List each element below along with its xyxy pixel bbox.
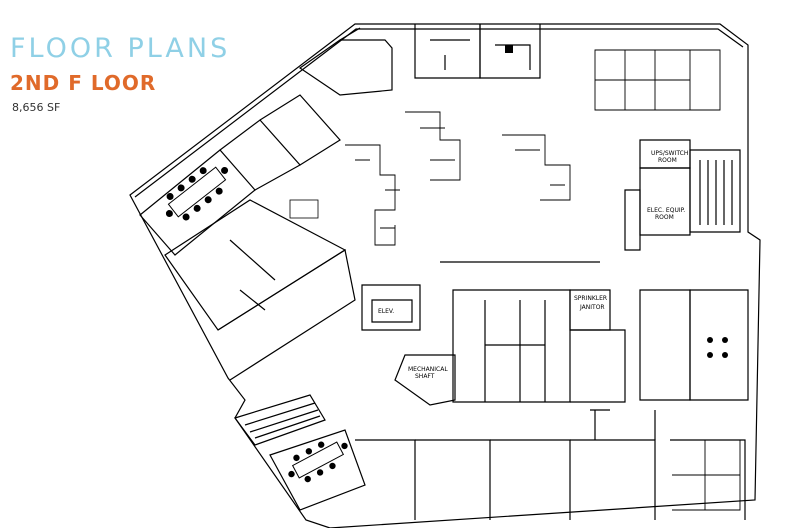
mechanical-shaft [394,354,456,406]
area-label: 8,656 SF [12,101,61,114]
label-ups-switch-1: UPS/SWITCH [651,150,688,157]
label-janitor: JANITOR [579,304,605,311]
conference-table-1 [165,166,229,221]
building-outline [129,23,761,528]
page-title: FLOOR PLANS [10,33,231,64]
label-mechanical-2: SHAFT [415,373,435,380]
label-sprinkler: SPRINKLER [574,295,607,302]
label-elevator: ELEV. [378,308,394,315]
floor-label: 2ND F LOOR [10,71,157,95]
label-ups-switch-2: ROOM [658,157,677,164]
stair-right [689,149,741,233]
conference-room-1 [139,149,256,256]
label-elec-equip-1: ELEC. EQUIP. [647,207,685,214]
restroom-core [452,289,571,403]
furniture [165,45,728,483]
workstations [345,49,741,511]
plan-walls [129,23,761,528]
conference-table-2 [288,441,348,483]
conference-room-2 [269,429,366,511]
label-mechanical-1: MECHANICAL [408,366,448,373]
stair-lower [234,394,326,446]
label-elec-equip-2: ROOM [655,214,674,221]
elevator-box [361,284,421,331]
